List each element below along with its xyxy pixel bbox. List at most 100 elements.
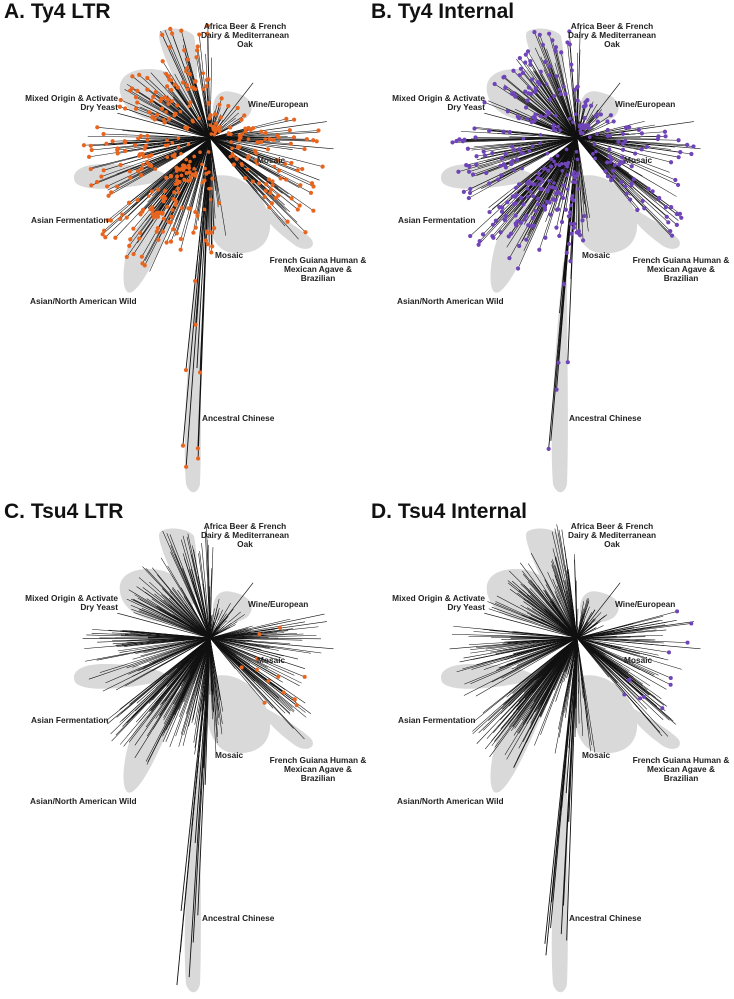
tip-marker — [557, 87, 562, 92]
branch — [529, 588, 578, 639]
branch — [180, 587, 211, 639]
branch — [526, 637, 578, 743]
tip-marker — [553, 45, 559, 50]
tip-marker — [629, 164, 634, 169]
tip-marker — [547, 185, 552, 189]
tip-marker — [541, 203, 546, 208]
tip-marker — [549, 157, 554, 161]
tip-marker — [518, 220, 524, 225]
tip-marker — [472, 126, 477, 131]
branch — [576, 137, 590, 218]
tip-marker — [239, 665, 244, 670]
tip-marker — [140, 151, 145, 156]
tip-marker — [276, 168, 281, 173]
tip-marker — [289, 160, 294, 166]
tip-marker — [311, 138, 316, 143]
tip-marker — [193, 209, 198, 215]
tip-marker — [195, 213, 200, 218]
tip-marker — [467, 190, 473, 196]
tip-marker — [476, 242, 481, 247]
tip-marker — [262, 700, 267, 705]
tip-marker — [657, 195, 662, 201]
tip-marker — [164, 240, 169, 245]
tip-marker — [620, 147, 626, 152]
tip-marker — [490, 150, 495, 156]
tip-marker — [303, 230, 308, 235]
branch — [526, 137, 578, 217]
tip-marker — [167, 116, 172, 122]
tip-marker — [487, 181, 492, 186]
tip-marker — [278, 625, 283, 630]
tip-marker — [557, 233, 562, 239]
branch — [554, 575, 578, 639]
tip-marker — [552, 159, 556, 164]
branch — [170, 28, 211, 139]
branch — [169, 637, 211, 748]
branch — [174, 84, 211, 139]
tip-marker — [243, 129, 248, 134]
branch — [209, 137, 212, 233]
tip-marker — [518, 66, 524, 71]
tip-marker — [561, 282, 567, 287]
tip-marker — [164, 110, 168, 114]
branch — [468, 637, 578, 645]
tip-marker — [294, 703, 299, 708]
tip-marker — [564, 250, 569, 255]
tip-marker — [611, 119, 616, 124]
tip-marker — [465, 146, 470, 151]
branch — [192, 637, 211, 721]
tip-marker — [208, 186, 213, 191]
tip-marker — [242, 113, 247, 118]
branches — [449, 524, 701, 956]
tip-marker — [193, 225, 198, 230]
branch — [510, 637, 578, 732]
branch — [558, 637, 578, 738]
branch — [576, 621, 694, 639]
tip-marker — [226, 103, 231, 109]
tip-marker — [176, 186, 181, 191]
tip-marker — [544, 114, 548, 118]
branch — [576, 127, 627, 139]
tip-marker — [173, 111, 178, 116]
tip-marker — [206, 150, 211, 154]
branch — [554, 557, 578, 639]
tip-marker — [547, 97, 553, 102]
label-mixed: Mixed Origin & Activate Dry Yeast — [392, 593, 485, 612]
tip-marker — [193, 322, 198, 327]
tip-marker — [135, 88, 140, 93]
tip-marker — [525, 98, 530, 103]
tip-marker — [187, 163, 191, 168]
tip-marker — [99, 174, 104, 179]
tip-marker — [594, 149, 598, 154]
tip-marker — [691, 144, 696, 149]
tip-marker — [130, 74, 135, 79]
tip-marker — [184, 69, 188, 74]
tip-marker — [624, 191, 629, 196]
tip-marker — [538, 69, 543, 74]
branch — [209, 637, 274, 709]
markers — [81, 23, 325, 469]
tip-marker — [89, 183, 94, 188]
branch — [209, 637, 268, 668]
branch — [182, 82, 211, 139]
tip-marker — [264, 182, 269, 187]
tip-marker — [539, 176, 543, 181]
branch — [470, 637, 578, 685]
tip-marker — [231, 162, 236, 167]
tip-marker — [208, 123, 213, 127]
tip-marker — [482, 153, 488, 158]
tip-marker — [180, 443, 186, 448]
tip-marker — [525, 194, 530, 199]
branch — [567, 42, 578, 139]
branch — [209, 137, 293, 150]
branch — [163, 637, 211, 725]
tip-marker — [212, 112, 218, 117]
tip-marker — [184, 157, 189, 162]
branch — [528, 137, 578, 208]
branch — [142, 137, 211, 211]
tip-marker — [209, 250, 214, 255]
tip-marker — [528, 59, 533, 64]
tip-marker — [284, 116, 289, 121]
tip-marker — [149, 153, 154, 158]
branch — [542, 612, 578, 639]
